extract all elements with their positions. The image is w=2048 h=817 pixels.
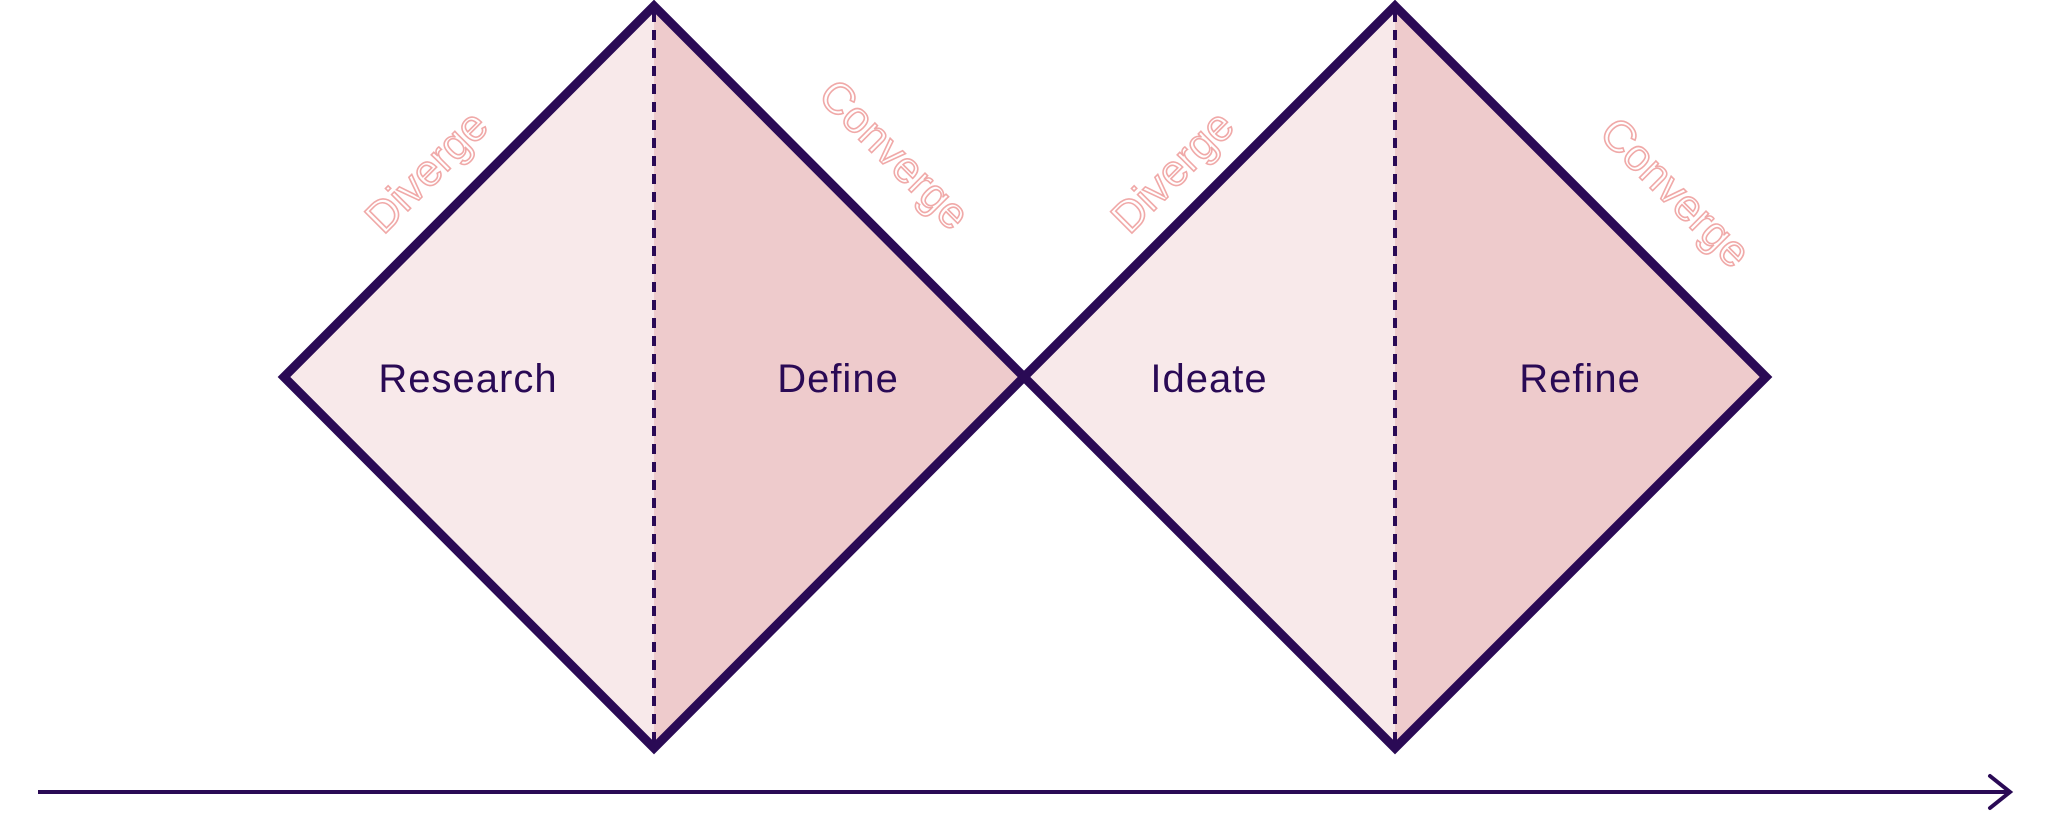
diamond-2-converge-half xyxy=(1395,6,1766,748)
diamond-1: Research Define Diverge Converge xyxy=(277,0,1031,755)
diamond-1-converge-half xyxy=(654,6,1024,748)
diamond-1-diverge-half xyxy=(284,6,654,748)
diamond-1-left-phase-label: Research xyxy=(378,357,557,401)
timeline xyxy=(38,774,2014,810)
diamond-1-outline xyxy=(277,0,1031,755)
diamond-2-diverge-half xyxy=(1024,6,1395,748)
arrow-right-icon xyxy=(1988,774,2014,810)
diamond-2-right-phase-label: Refine xyxy=(1519,357,1641,401)
diamond-2: Ideate Refine Diverge Converge xyxy=(1017,0,1773,755)
diamond-2-outline xyxy=(1017,0,1773,755)
diamond-2-left-phase-label: Ideate xyxy=(1150,357,1267,401)
diamond-1-right-phase-label: Define xyxy=(777,357,899,401)
